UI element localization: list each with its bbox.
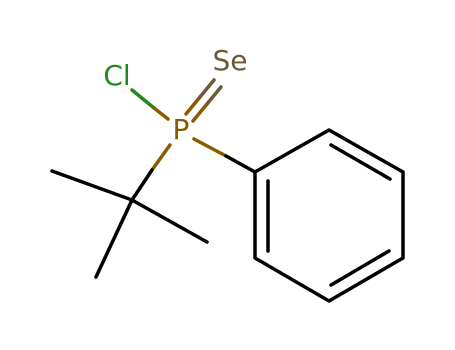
bond-p-phenyl: [192, 137, 257, 174]
atom-label-selenium: Se: [213, 44, 248, 77]
atom-label-chlorine: Cl: [103, 59, 130, 92]
bond-cl-p: [130, 88, 170, 121]
tbutyl-methyls: [50, 169, 209, 279]
bond-methyl-right: [130, 198, 209, 244]
bond-p-se-double: [184, 78, 223, 123]
bond-methyl-left: [50, 169, 134, 202]
phenyl-ring: [253, 128, 405, 303]
bond-methyl-down: [94, 198, 134, 279]
bond-p-tbutyl: [130, 143, 172, 202]
atom-label-phosphorus: P: [173, 113, 190, 146]
